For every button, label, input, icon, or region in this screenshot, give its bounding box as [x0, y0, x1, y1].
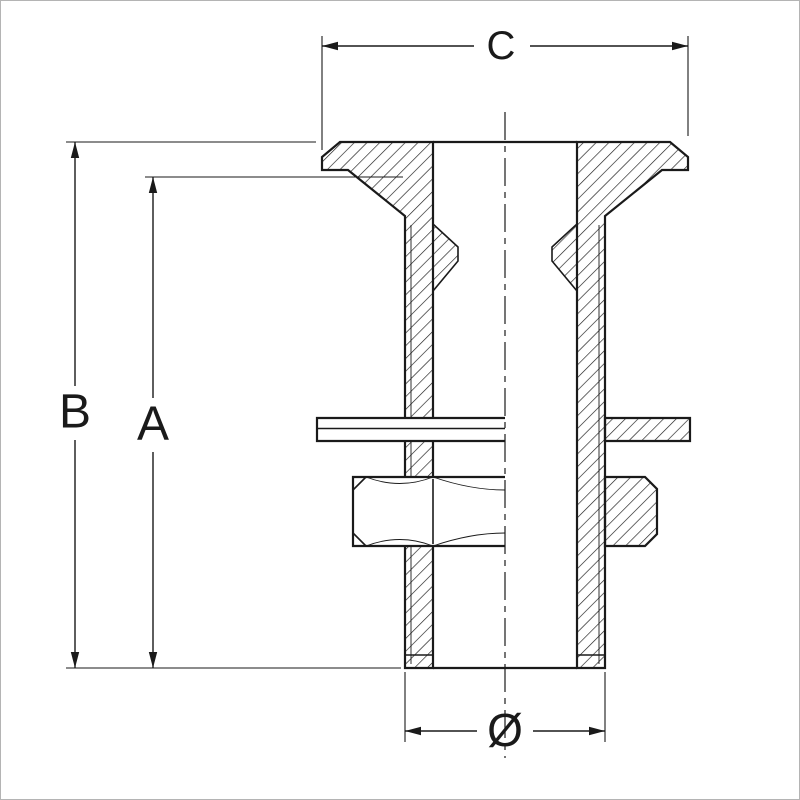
dim-dia-arrow-left-icon [405, 726, 421, 736]
nut-chamfer-arc-3 [432, 476, 506, 491]
dim-c-arrow-left-icon [322, 41, 338, 51]
nut-chamfer-arc-4 [432, 532, 506, 547]
nut-chamfer-top-left [352, 476, 367, 491]
nut-left-view [351, 475, 505, 548]
nut-chamfer-arc-1 [365, 476, 434, 484]
nut-right-section [603, 475, 659, 548]
inner-ridge-left-section [432, 222, 459, 294]
dim-a-arrow-up-icon [148, 177, 158, 193]
dim-dia-arrow-right-icon [589, 726, 605, 736]
washer [315, 416, 692, 443]
dim-label-a: A [137, 398, 169, 451]
inner-ridge-right-section [551, 222, 578, 294]
dimension-c: C [321, 24, 689, 150]
dim-b-arrow-up-icon [70, 142, 80, 158]
washer-left-view [315, 416, 505, 443]
nut-chamfer-bottom-left [352, 532, 367, 547]
nut-chamfer-arc-2 [365, 539, 434, 547]
lock-nut [351, 475, 659, 548]
washer-right-section [603, 416, 692, 443]
dim-label-b: B [59, 386, 91, 439]
dim-b-arrow-down-icon [70, 652, 80, 668]
dimension-a: A [137, 176, 403, 668]
dim-a-arrow-down-icon [148, 652, 158, 668]
dimension-b: B [59, 141, 401, 669]
dim-c-arrow-right-icon [672, 41, 688, 51]
dim-label-c: C [487, 24, 516, 68]
